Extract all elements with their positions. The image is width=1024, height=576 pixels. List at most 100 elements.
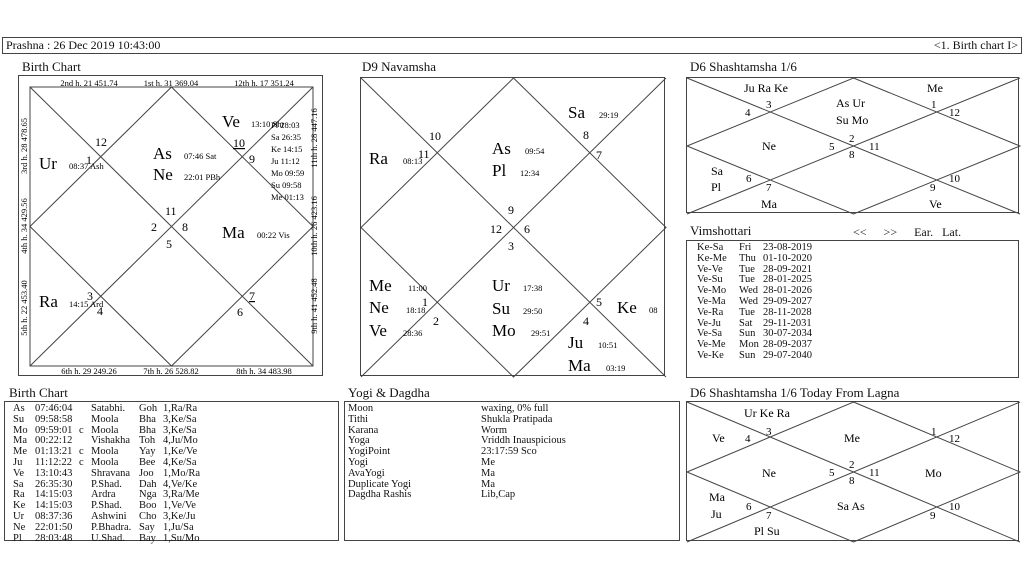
birth-chart-selector[interactable]: <1. Birth chart I> [933, 38, 1018, 52]
house-number: 10 [429, 129, 441, 143]
house-number: 10 [949, 501, 961, 513]
planet-row-deg: 01:13:21 [35, 446, 73, 458]
house-number: 5 [829, 467, 835, 479]
d6-today-label: Pl Su [754, 524, 780, 538]
planet-ur: Ur [492, 276, 510, 295]
planet-su: Su 09:58 [271, 180, 301, 190]
planet-as: As [153, 144, 172, 163]
planet-row-deg: 22:01:50 [35, 521, 73, 533]
house-number: 11 [418, 147, 430, 161]
yogi-row-v: waxing, 0% full [481, 403, 549, 414]
planet-ur-detail: 08:37 Ash [69, 161, 104, 171]
planet-ma: Ma [568, 356, 591, 375]
dasha-row-day: Fri [739, 242, 752, 253]
planet-row-deg: 28:03:48 [35, 532, 73, 544]
house-number: 5 [166, 237, 172, 251]
yogi-row-v: Worm [481, 424, 507, 436]
planet-row-lord: 1,Ju/Sa [163, 521, 194, 533]
vimshottari-next-button[interactable]: >> [883, 225, 898, 239]
vimshottari-later-button[interactable]: Lat. [942, 225, 962, 239]
d6-chart[interactable]: Ju Ra Ke Me As Ur Su Mo Ne Sa Pl Ma Ve 3… [685, 77, 1022, 215]
house-number: 12 [949, 433, 960, 445]
house-number: 2 [151, 220, 157, 234]
house-number: 6 [237, 305, 243, 319]
planet-row-pada: Dah [139, 478, 157, 490]
planet-row-p: Su [13, 413, 25, 425]
navamsha-chart[interactable]: 10 11 8 7 9 12 6 3 1 2 5 4 Sa 29:19 As 0… [360, 77, 667, 378]
planet-row-nak: Moola [91, 456, 119, 468]
planet-row-p: Mo [13, 424, 28, 436]
planet-ju: Ju [568, 333, 584, 352]
planet-row-deg: 08:37:36 [35, 510, 73, 522]
house-number: 7 [766, 182, 772, 194]
vimshottari-prev-button[interactable]: << [853, 225, 867, 239]
dasha-row-day: Wed [739, 285, 758, 297]
planet-row-p: Ra [13, 489, 25, 501]
planet-mo: Mo 09:59 [271, 168, 304, 178]
dasha-row-date: 28-09-2037 [763, 339, 812, 351]
yogi-row-k: Duplicate Yogi [348, 478, 411, 490]
planet-row-p: Ve [13, 467, 25, 479]
planet-sa: Sa [568, 103, 585, 122]
planet-ma: Ma [222, 223, 245, 242]
house-1-label: 1st h. 31 369.04 [144, 78, 199, 88]
house-7-label: 7th h. 26 528.82 [143, 366, 199, 376]
dasha-row-period: Ve-Sa [697, 328, 723, 340]
house-number: 4 [583, 314, 589, 328]
planet-as: As [492, 139, 511, 158]
planet-row-nak: Moola [91, 446, 119, 458]
planet-ne: Ne [369, 298, 389, 317]
planet-row-pada: Bha [139, 424, 156, 436]
dasha-row-date: 28-01-2025 [763, 274, 812, 286]
d6-today-chart[interactable]: Ur Ke Ra Ve Me Ne Mo Ma Ju Sa As Pl Su 3… [685, 401, 1022, 543]
house-number: 2 [849, 133, 855, 145]
dasha-row-period: Ke-Me [697, 252, 727, 264]
birth-chart[interactable]: 2nd h. 21 451.74 1st h. 31 369.04 12th h… [18, 75, 323, 376]
dasha-row-date: 01-10-2020 [763, 252, 812, 264]
house-number: 3 [766, 99, 772, 111]
planet-sa: Sa 26:35 [271, 132, 301, 142]
planet-ke: Ke 14:15 [271, 144, 302, 154]
house-number: 11 [165, 204, 177, 218]
house-number: 8 [849, 149, 855, 161]
house-number: 5 [829, 141, 835, 153]
planet-row-lord: 4,Ke/Sa [163, 456, 197, 468]
planet-row-r: c [79, 446, 84, 458]
d6-label: Su Mo [836, 113, 868, 127]
planet-pl-detail: 12:34 [520, 168, 540, 178]
dasha-row-day: Tue [739, 263, 755, 275]
house-number: 3 [508, 239, 514, 253]
yogi-row-v: Lib,Cap [481, 489, 516, 501]
planet-row-lord: 3,Ke/Ju [163, 510, 196, 522]
navamsha-title: D9 Navamsha [362, 59, 437, 74]
planet-row-lord: 1,Ve/Ve [163, 500, 196, 512]
planet-me: Me 01:13 [271, 192, 304, 202]
house-11-label: 11th h. 28 447.16 [309, 108, 319, 167]
planet-pl: Pl [492, 161, 506, 180]
yogi-row-v: Ma [481, 467, 495, 479]
d6-today-label: Ne [762, 466, 776, 480]
dasha-row-day: Tue [739, 274, 755, 286]
d6-label: As Ur [836, 96, 865, 110]
planet-row-nak: Ardra [91, 489, 116, 501]
house-number: 3 [87, 289, 93, 303]
house-number: 4 [745, 107, 751, 119]
planet-ve-detail: 28:36 [403, 328, 422, 338]
d6-today-diagonal-2 [686, 401, 1021, 543]
dasha-row-date: 29-07-2040 [763, 349, 812, 361]
house-number: 3 [766, 426, 772, 438]
vimshottari-earlier-button[interactable]: Ear. [914, 225, 934, 239]
house-number: 9 [249, 152, 255, 166]
d6-today-label: Me [844, 431, 860, 445]
dasha-row-period: Ve-Mo [697, 285, 727, 297]
dasha-row-period: Ve-Ra [697, 306, 724, 318]
planet-ve-detail: 13:10 Shr [251, 119, 284, 129]
house-number: 11 [869, 467, 880, 479]
yogi-row-v: Vriddh Inauspicious [481, 435, 566, 447]
planet-row-nak: Moola [91, 424, 119, 436]
house-number: 11 [869, 141, 880, 153]
yogi-row-v: 23:17:59 Sco [481, 446, 537, 458]
planet-row-nak: P.Shad. [91, 478, 122, 490]
